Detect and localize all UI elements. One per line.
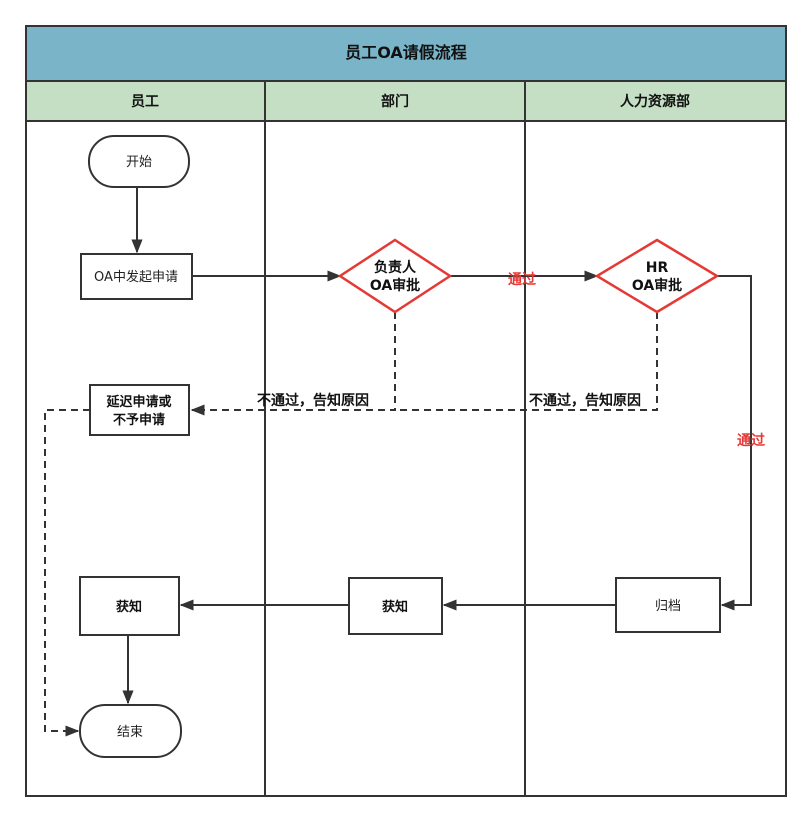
reject-result-label-1: 延迟申请或 [105, 394, 171, 410]
hr-pass-label: 通过 [737, 432, 765, 449]
dept-reject-label: 不通过，告知原因 [257, 392, 369, 409]
dept-approval-label-1: 负责人 [374, 259, 417, 276]
end-node [79, 704, 182, 758]
archive-label: 归档 [655, 599, 681, 614]
lane-label-department: 部门 [381, 93, 409, 110]
start-node [88, 135, 190, 188]
employee-notified-label: 获知 [116, 599, 142, 615]
edge-hr-reject [395, 312, 658, 411]
edge-hr-to-archive [717, 275, 752, 611]
hr-approval-decision [594, 238, 720, 314]
dept-notified-label: 获知 [382, 599, 408, 615]
reject-result-node [89, 384, 190, 436]
employee-notified-node [79, 576, 180, 636]
dept-approval-label-2: OA审批 [370, 277, 420, 294]
end-node-label: 结束 [117, 725, 143, 740]
hr-reject-label: 不通过，告知原因 [529, 392, 641, 409]
start-node-label: 开始 [126, 155, 152, 170]
edge-reject-to-end [44, 409, 90, 737]
page-title: 员工OA请假流程 [345, 43, 467, 62]
archive-node [615, 577, 721, 633]
lane-label-hr: 人力资源部 [620, 93, 690, 110]
dept-pass-label: 通过 [508, 271, 536, 288]
lane-header-employee [25, 80, 266, 122]
dept-notified-node [348, 577, 443, 635]
lane-label-employee: 员工 [131, 94, 159, 110]
hr-approval-label-1: HR [646, 260, 669, 276]
diagram-frame [25, 25, 787, 797]
edge-dept-reject [190, 312, 396, 416]
lane-header-department [264, 80, 526, 122]
reject-result-label-2: 不予申请 [113, 412, 165, 428]
hr-approval-label-2: OA审批 [632, 277, 682, 294]
submit-request-node [80, 253, 193, 300]
dept-approval-decision [337, 238, 453, 314]
title-bar [25, 25, 787, 82]
submit-request-label: OA中发起申请 [94, 269, 178, 285]
